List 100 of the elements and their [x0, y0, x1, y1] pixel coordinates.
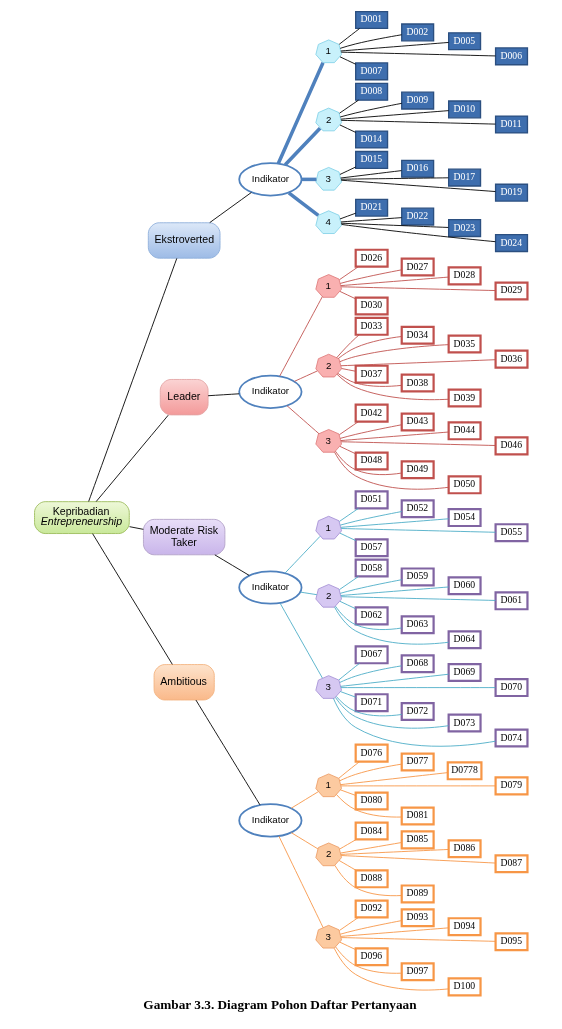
- connector: [340, 785, 496, 787]
- connector: [340, 673, 449, 687]
- connector: [339, 920, 403, 935]
- connector: [340, 849, 450, 855]
- node-box: D051: [354, 490, 389, 510]
- node-box: D023: [448, 219, 482, 238]
- node-box: D100: [447, 977, 482, 997]
- connector: [340, 359, 496, 367]
- node-box: D043: [400, 412, 435, 432]
- connector: [340, 518, 450, 528]
- connector: [341, 368, 357, 372]
- connector: [339, 102, 403, 118]
- node-box: Ambitious: [153, 664, 215, 701]
- connector: [340, 937, 496, 942]
- node-ellipse: Indikator: [238, 162, 303, 197]
- node-box: D039: [447, 388, 482, 408]
- node-box: D024: [494, 234, 529, 253]
- node-box: D011: [494, 115, 529, 134]
- node-ellipse: Indikator: [238, 570, 303, 605]
- node-box: D055: [494, 523, 529, 543]
- connector: [338, 662, 360, 681]
- connector: [207, 393, 240, 397]
- connector: [339, 166, 357, 175]
- node-box: D044: [447, 421, 482, 441]
- connector: [278, 835, 324, 928]
- connector: [335, 794, 402, 818]
- node-box: Kepribadian Entrepreneurship: [34, 501, 130, 534]
- connector: [341, 224, 496, 243]
- node-box: D084: [354, 821, 389, 841]
- node-box: D008: [355, 82, 389, 101]
- connector: [279, 296, 323, 377]
- connector: [339, 34, 403, 49]
- connector: [279, 602, 323, 679]
- node-ellipse: Indikator: [238, 803, 303, 838]
- node-box: D060: [447, 576, 482, 596]
- connector: [339, 421, 359, 436]
- node-box: D038: [400, 373, 435, 393]
- node-box: D067: [354, 645, 389, 665]
- connector: [339, 269, 403, 284]
- node-box: D002: [401, 23, 435, 42]
- node-box: D027: [400, 257, 435, 277]
- connector: [283, 126, 322, 166]
- node-box: D058: [354, 558, 389, 578]
- connector: [340, 119, 496, 125]
- connector: [290, 791, 319, 809]
- connector: [339, 511, 403, 526]
- node-box: D074: [494, 728, 529, 748]
- connector: [339, 532, 357, 542]
- connector: [339, 56, 357, 65]
- node-box: D089: [400, 884, 435, 904]
- node-box: D095: [494, 932, 529, 952]
- node-box: D068: [400, 654, 435, 674]
- connector: [339, 424, 403, 439]
- connector: [333, 698, 496, 747]
- connector: [339, 789, 357, 796]
- connector: [340, 110, 450, 120]
- connector: [339, 691, 357, 698]
- node-box: Ekstroverted: [147, 222, 221, 259]
- node-box: D019: [494, 183, 529, 202]
- node-box: D035: [447, 334, 482, 354]
- node-box: D049: [400, 460, 435, 480]
- connector: [340, 170, 402, 179]
- connector: [339, 579, 403, 594]
- node-box: D017: [448, 168, 482, 187]
- node-box: D077: [400, 752, 435, 772]
- node-box: D050: [447, 475, 482, 495]
- connector: [339, 124, 357, 133]
- node-box: D007: [355, 62, 389, 81]
- connector: [340, 596, 496, 601]
- connector: [339, 763, 402, 782]
- connector: [339, 665, 402, 683]
- node-box: D092: [354, 899, 389, 919]
- connector: [339, 600, 357, 610]
- node-box: D010: [448, 100, 482, 119]
- node-box: D070: [494, 678, 529, 698]
- connector: [286, 405, 320, 435]
- connector: [337, 336, 403, 359]
- node-box: D006: [494, 47, 529, 66]
- connector: [214, 554, 250, 576]
- node-box: D029: [494, 281, 529, 301]
- node-box: D034: [400, 325, 435, 345]
- node-box: D037: [354, 364, 389, 384]
- node-ellipse: Indikator: [238, 374, 303, 409]
- connector: [340, 586, 450, 596]
- connector: [336, 334, 360, 359]
- connector: [129, 526, 144, 530]
- connector: [340, 687, 496, 689]
- node-box: D048: [354, 451, 389, 471]
- node-box: D063: [400, 615, 435, 635]
- connector: [340, 42, 450, 52]
- connector: [340, 855, 496, 864]
- connector: [340, 222, 449, 228]
- node-box: D059: [400, 567, 435, 587]
- connector: [340, 276, 450, 287]
- connector: [339, 99, 359, 114]
- connector: [340, 772, 449, 786]
- node-box: D054: [447, 508, 482, 528]
- connector: [339, 290, 357, 300]
- node-box: D094: [447, 917, 482, 937]
- node-box: D046: [494, 436, 529, 456]
